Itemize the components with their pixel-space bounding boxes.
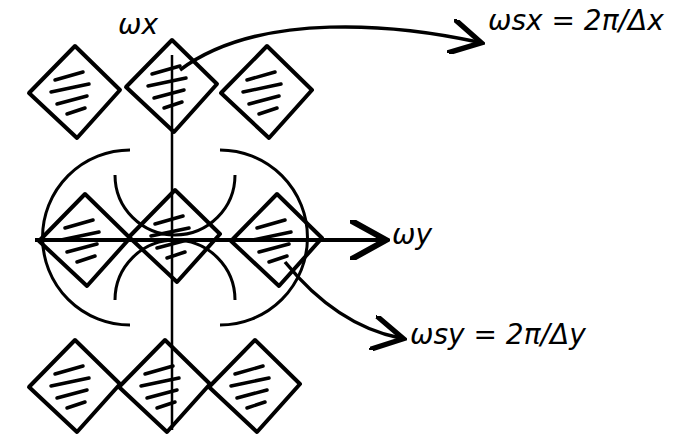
axis-label: ωy [392, 218, 462, 252]
axis-label: ωx [118, 8, 198, 42]
sampling-frequency-label: ωsx = 2π/Δx [488, 4, 668, 38]
sampling-frequency-label: ωsy = 2π/Δy [410, 318, 670, 352]
